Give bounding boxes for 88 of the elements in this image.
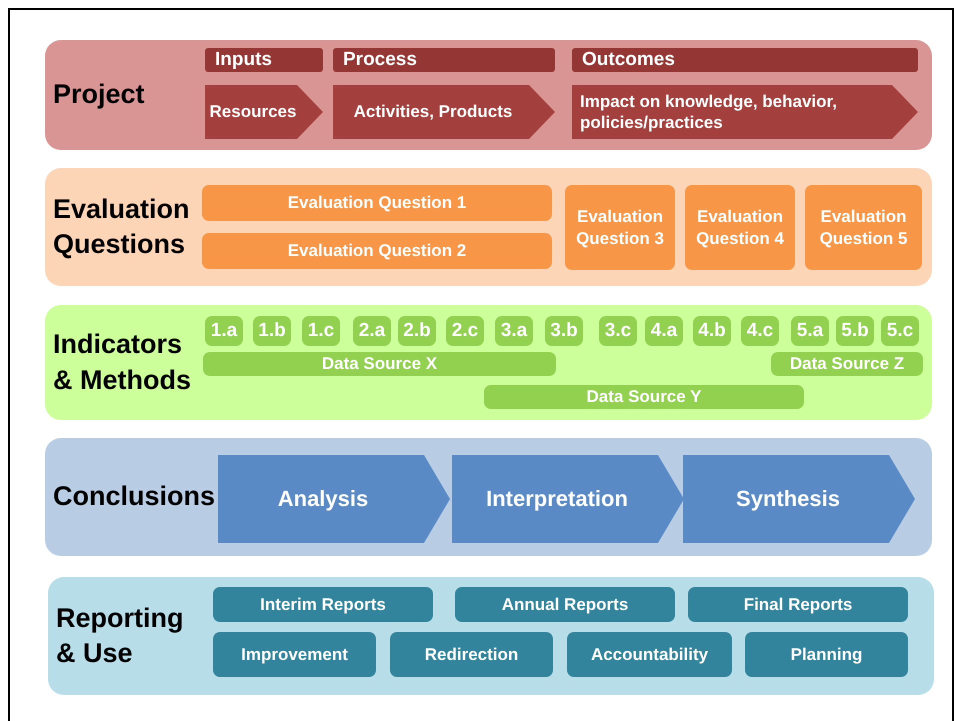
text-box [805, 185, 922, 270]
box-label: Data Source Z [790, 353, 904, 375]
box-label: 5.c [886, 319, 914, 343]
text-box [771, 352, 923, 376]
box-label: Interim Reports [260, 594, 386, 616]
process-step [572, 85, 918, 139]
text-box [881, 316, 919, 346]
box-label: Annual Reports [502, 594, 628, 616]
box-label: Evaluation Question 2 [288, 240, 466, 262]
text-box [545, 316, 583, 346]
process-step [218, 455, 450, 543]
text-box [836, 316, 874, 346]
text-box [567, 632, 732, 677]
text-box [741, 316, 779, 346]
text-box [565, 185, 675, 270]
text-box [253, 316, 291, 346]
box-label: Planning [790, 644, 862, 666]
box-label: 4.a [650, 319, 678, 343]
box-label: 5.a [796, 319, 824, 343]
layer-band [45, 305, 932, 420]
box-label: Outcomes [582, 48, 675, 72]
text-box [398, 316, 436, 346]
layer-band [48, 577, 934, 695]
box-label: Resources [210, 101, 296, 123]
box-label: Interpretation [486, 485, 628, 513]
box-label: 4.c [746, 319, 774, 343]
box-label: 3.c [604, 319, 632, 343]
box-label: 3.a [500, 319, 528, 343]
column-header [572, 48, 918, 72]
band-title: Conclusions [53, 480, 216, 514]
box-label: 3.b [550, 319, 578, 343]
box-label: Redirection [424, 644, 518, 666]
text-box [203, 352, 556, 376]
text-box [213, 587, 433, 622]
process-step [683, 455, 915, 543]
text-box [390, 632, 553, 677]
box-label: Improvement [241, 644, 348, 666]
text-box [745, 632, 908, 677]
text-box [645, 316, 683, 346]
box-label: Process [343, 48, 417, 72]
box-label: Data Source X [322, 353, 438, 375]
box-label: Evaluation Question 1 [288, 192, 466, 214]
band-title: Indicators & Methods [53, 328, 192, 396]
text-box [484, 385, 804, 409]
band-title: Reporting & Use [56, 602, 184, 670]
text-box [599, 316, 637, 346]
box-label: 1.a [210, 319, 238, 343]
layer-band [45, 438, 932, 556]
box-label: 5.b [841, 319, 869, 343]
box-label: Final Reports [744, 594, 852, 616]
box-label: 2.a [358, 319, 386, 343]
text-box [685, 185, 795, 270]
text-box [791, 316, 829, 346]
column-header [205, 48, 323, 72]
box-label: Data Source Y [586, 386, 702, 408]
box-label: 4.b [698, 319, 726, 343]
process-step [333, 85, 555, 139]
column-header [333, 48, 555, 72]
box-label: Synthesis [736, 485, 840, 513]
box-label: Accountability [590, 644, 708, 666]
layer-band [45, 168, 932, 286]
box-label: 2.c [452, 319, 478, 343]
process-step [452, 455, 684, 543]
band-title: Evaluation Questions [53, 192, 191, 261]
box-label: Inputs [215, 48, 272, 72]
text-box [693, 316, 731, 346]
box-label: Analysis [278, 485, 368, 513]
box-label: Activities, Products [354, 101, 512, 123]
text-box [446, 316, 484, 346]
box-label: 1.c [308, 319, 334, 343]
process-step [205, 85, 323, 139]
band-title: Project [53, 78, 146, 112]
box-label: Impact on knowledge, behavior, policies/practices [580, 90, 838, 134]
text-box [688, 587, 908, 622]
text-box [302, 316, 340, 346]
box-label: 1.b [258, 319, 286, 343]
box-label: Evaluation Question 4 [695, 206, 785, 249]
box-label: Evaluation Question 3 [575, 206, 665, 249]
text-box [202, 185, 552, 221]
text-box [353, 316, 391, 346]
box-label: Evaluation Question 5 [818, 206, 908, 249]
text-box [205, 316, 243, 346]
text-box [495, 316, 533, 346]
text-box [213, 632, 376, 677]
text-box [455, 587, 675, 622]
box-label: 2.b [403, 319, 431, 343]
text-box [202, 233, 552, 269]
layer-band [45, 40, 932, 150]
